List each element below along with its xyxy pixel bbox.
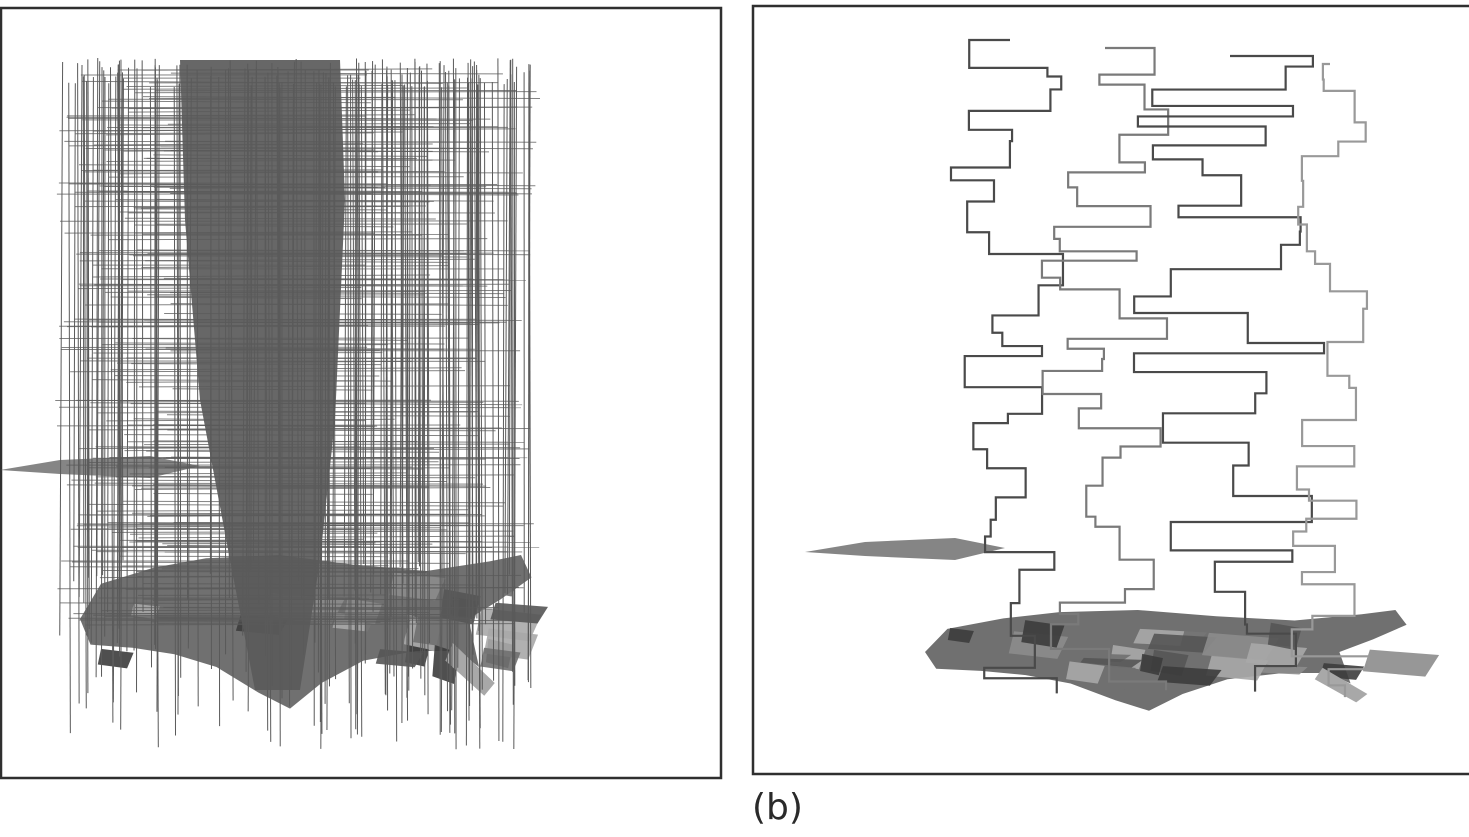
map-region [1147,633,1217,653]
map-region [450,597,479,620]
vertical-line [491,82,495,681]
left-panel [0,6,723,780]
vertical-line [78,64,83,598]
dense-core [180,60,345,690]
horizontal-line [125,586,520,590]
map-region [947,628,974,644]
vertical-line [497,58,500,741]
horizontal-line [137,574,522,578]
map-region [1021,620,1065,648]
map-region [97,648,134,669]
vertical-line [117,64,120,629]
horizontal-line [59,602,384,605]
vertical-line [445,72,448,712]
figure-caption: (b) [752,787,803,828]
horizontal-line [138,535,515,539]
map-region [1261,665,1308,675]
vertical-line [508,59,512,575]
vertical-line [452,58,456,734]
vertical-line [385,76,388,562]
trajectory-path [1132,54,1326,692]
vertical-line [73,83,76,582]
vertical-line [141,60,144,612]
map-region [1066,661,1105,684]
map-region [480,647,521,672]
vertical-line [96,61,101,577]
vertical-line [380,83,383,595]
vertical-line [423,86,426,696]
left-dense-core [180,60,345,690]
vertical-line [510,74,514,672]
map-region [1140,653,1163,676]
trajectory-path [1040,46,1170,691]
vertical-line [59,61,64,636]
vertical-line [528,70,532,689]
map-region [490,602,548,624]
vertical-line [394,80,398,742]
trajectory-path [949,38,1065,694]
vertical-line [102,70,105,576]
vertical-line [448,70,452,725]
right-map-layer [805,538,1440,711]
vertical-line [90,77,94,643]
vertical-line [470,78,474,655]
map-inset [0,456,200,478]
vertical-line [469,59,472,706]
map-region [1157,666,1222,686]
map-inset [805,538,1005,560]
right-panel [751,4,1469,776]
trajectory-path [1290,62,1370,698]
right-trajectory-stack [949,38,1370,698]
vertical-line [426,80,431,644]
vertical-line [504,78,508,594]
vertical-line [156,65,160,712]
vertical-line [68,82,71,734]
vertical-line [119,72,123,657]
map-region [1362,649,1440,677]
vertical-line [512,58,514,705]
vertical-line [446,82,451,705]
vertical-line [506,60,511,595]
